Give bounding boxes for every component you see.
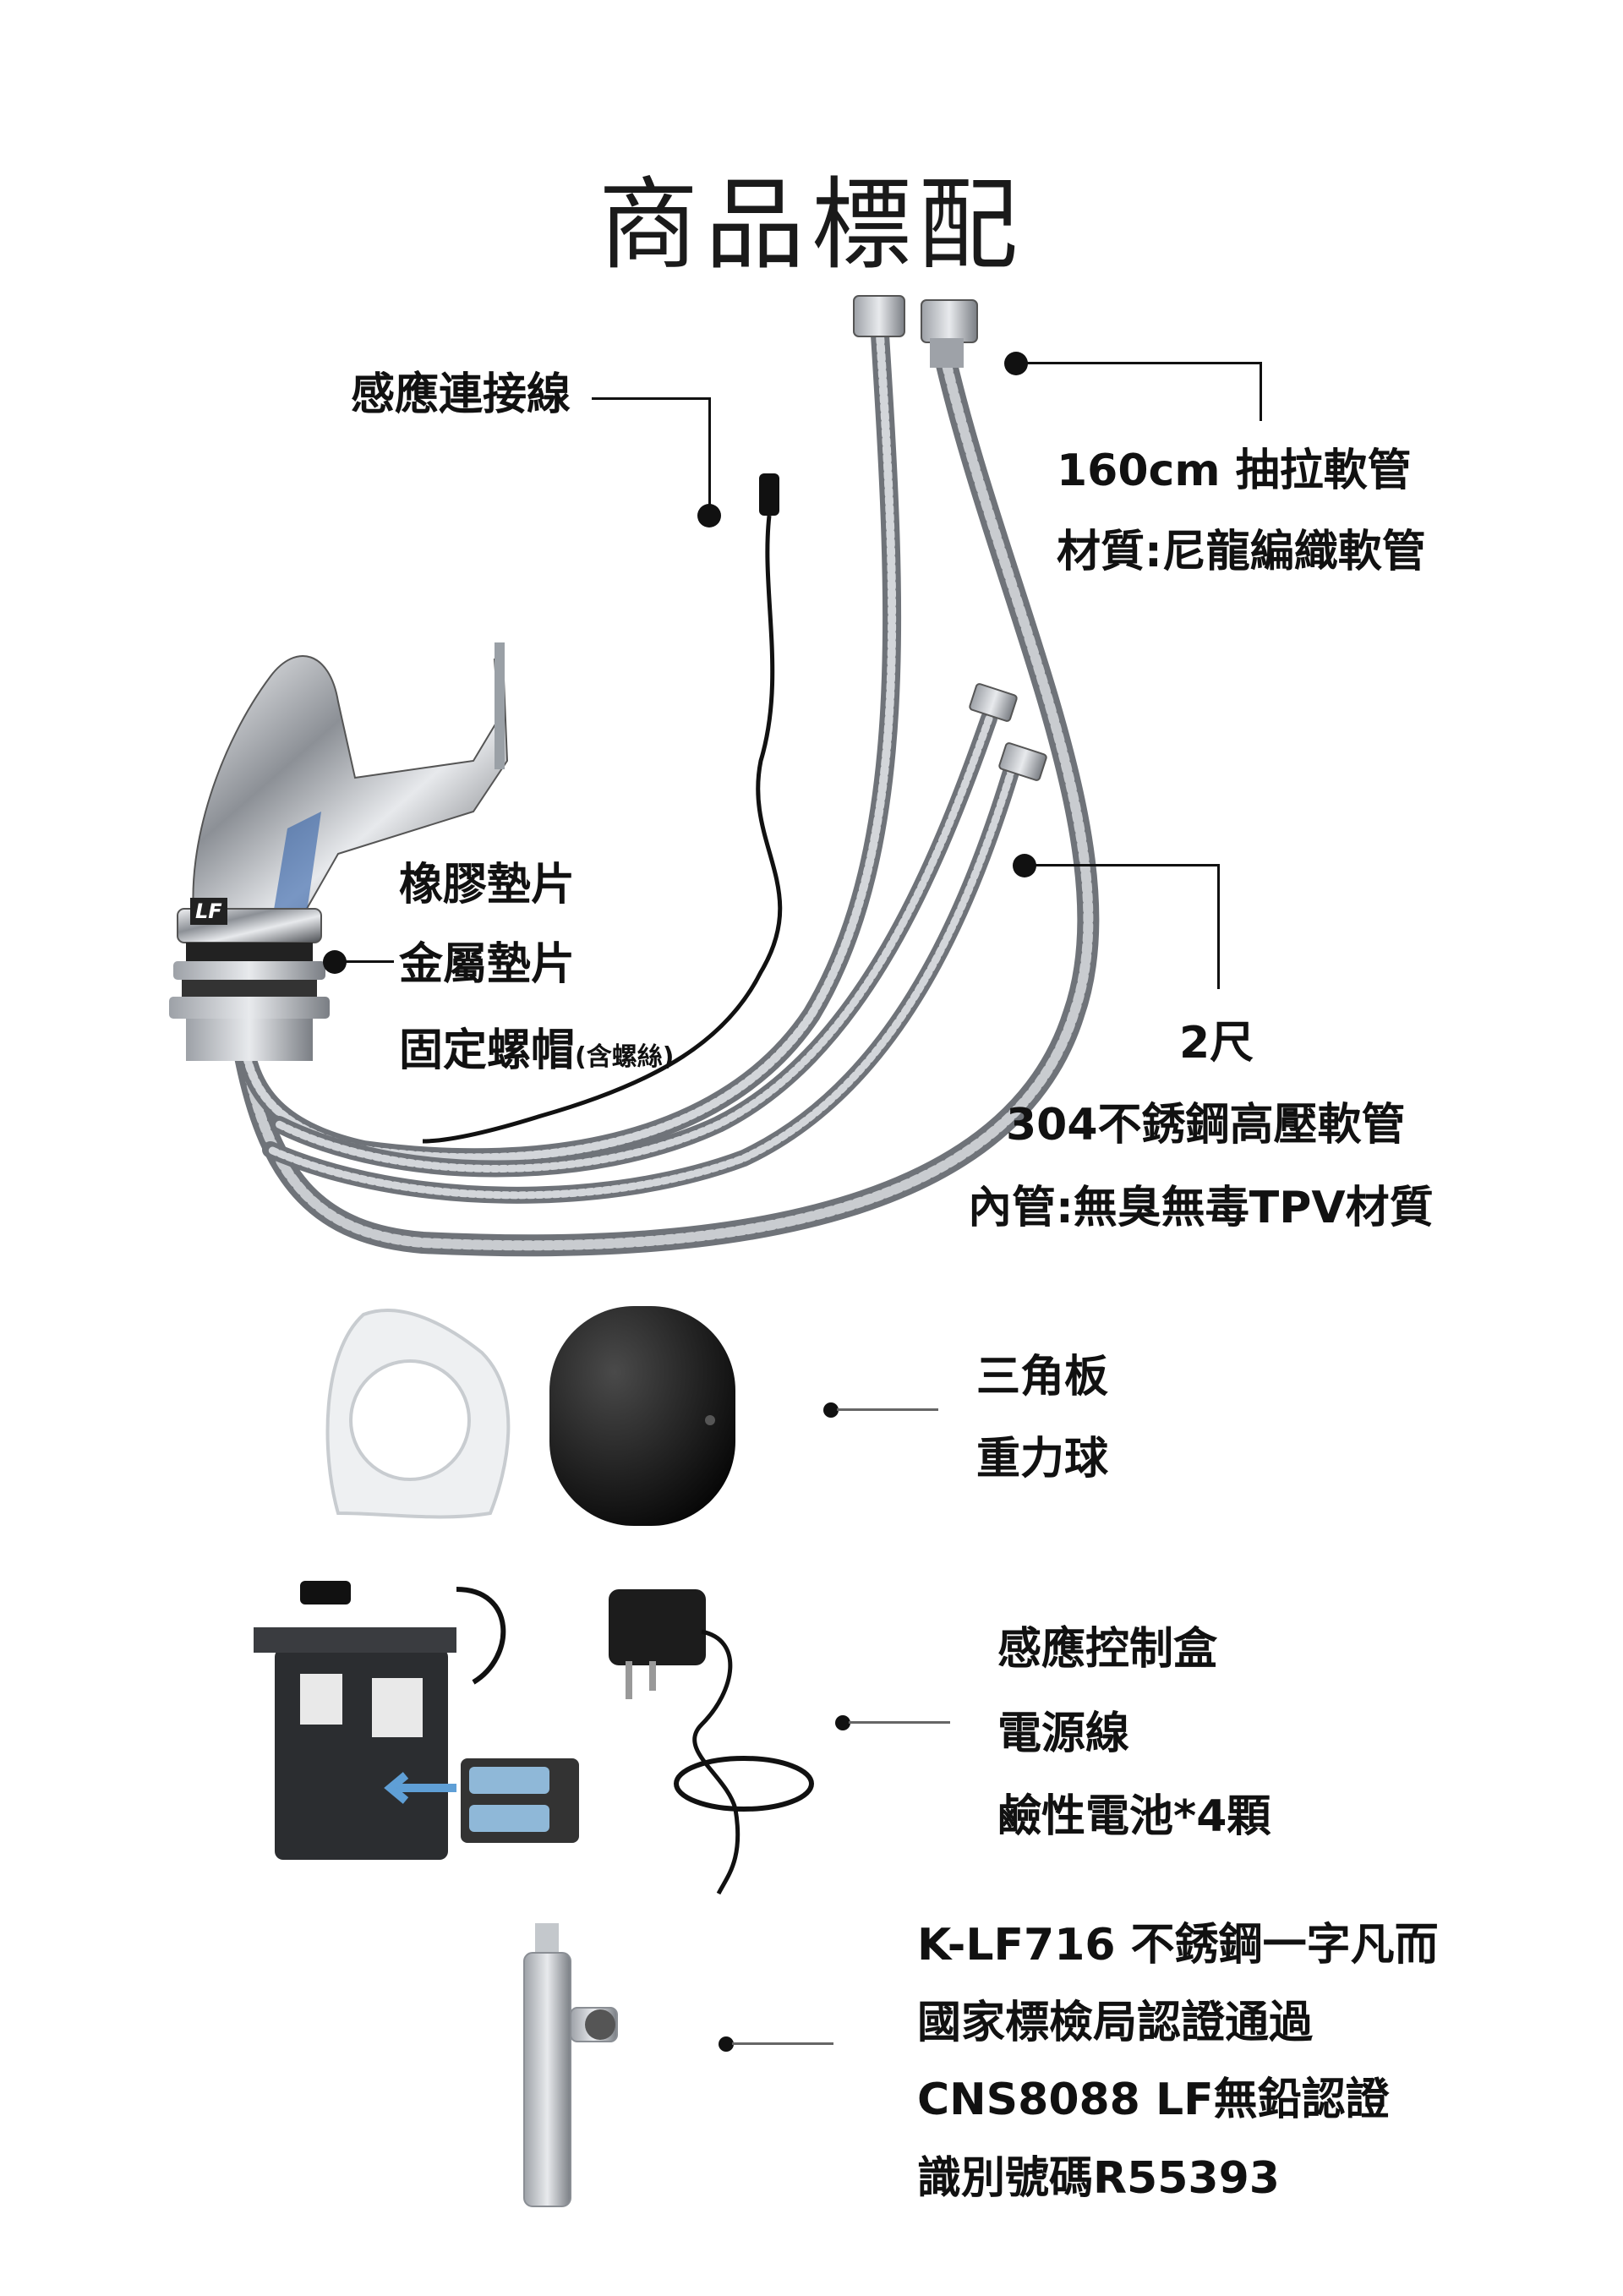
hose-nut-illustration [853,295,1047,781]
pull-out-hose-illustration [234,336,1100,1257]
triangle-plate-illustration [325,1309,511,1519]
leader-dot-accessories [823,1402,839,1418]
leader-line-sensor-cable [592,397,710,400]
leader-line-accessories [837,1408,938,1411]
label-batteries: 鹼性電池*4顆 [997,1791,1271,1842]
label-fixing-nut-note: (含螺絲) [575,1042,675,1072]
label-valve-model: K-LF716 不銹鋼一字凡而 [917,1920,1439,1971]
angle-valve-illustration [523,1923,618,2207]
leader-dot-valve [719,2036,734,2052]
label-control-box: 感應控制盒 [997,1624,1218,1675]
high-pressure-hose-illustration [236,312,1023,1204]
gravity-ball-illustration [549,1306,735,1526]
label-valve-cert2: CNS8088 LF無鉛認證 [917,2075,1390,2125]
leader-line-control-box [849,1721,950,1724]
label-pull-hose-length: 160cm 抽拉軟管 [1057,446,1412,496]
control-box-illustration [254,1581,579,1860]
label-pull-hose-material: 材質:尼龍編織軟管 [1057,527,1426,577]
faucet-lf-badge: LF [190,898,227,925]
label-hose-type: 304不銹鋼高壓軟管 [1006,1100,1406,1151]
label-metal-gasket: 金屬墊片 [399,939,576,990]
label-valve-id: 識別號碼R55393 [917,2153,1280,2204]
leader-line-gasket [335,960,394,963]
label-gravity-ball: 重力球 [976,1434,1109,1484]
leader-dot-sensor-cable [697,504,721,528]
leader-line-sensor-cable-v [708,397,711,516]
label-rubber-gasket: 橡膠墊片 [399,860,576,910]
leader-line-pull-hose-v [1260,362,1262,421]
label-hose-inner: 內管:無臭無毒TPV材質 [968,1183,1434,1233]
faucet-illustration [169,642,509,1061]
leader-dot-control-box [835,1715,850,1730]
leader-line-hose [1025,864,1219,866]
label-fixing-nut: 固定螺帽(含螺絲) [399,1025,674,1077]
sensor-cable-illustration [422,473,783,1144]
label-valve-cert1: 國家標檢局認證通過 [917,1998,1314,2048]
label-fixing-nut-text: 固定螺帽 [399,1025,576,1076]
page-title: 商品標配 [598,167,1025,283]
leader-line-pull-hose [1016,362,1261,364]
label-power-cord: 電源線 [997,1708,1130,1759]
power-adapter-illustration [609,1589,814,1895]
leader-line-valve [732,2042,833,2045]
label-hose-length: 2尺 [1179,1018,1254,1069]
label-triangle-plate: 三角板 [976,1352,1109,1402]
label-sensor-cable: 感應連接線 [351,369,571,420]
leader-line-hose-v [1217,864,1220,989]
